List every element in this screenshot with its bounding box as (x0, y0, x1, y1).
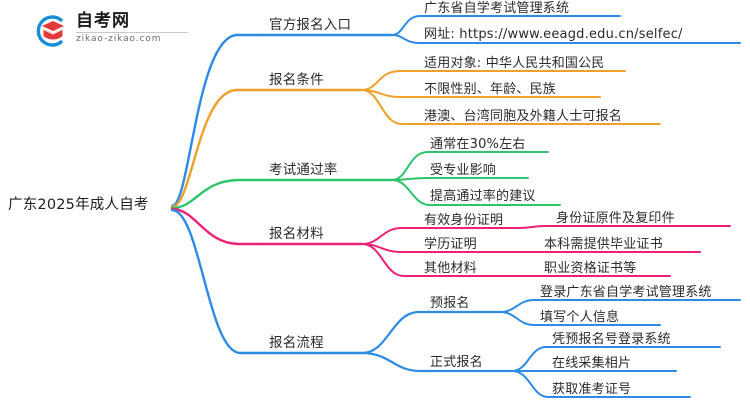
subbranch-curve-3-2 (391, 177, 529, 181)
graduation-cap-logo-icon (36, 15, 64, 47)
leaf-node-bachelor-diploma[interactable]: 本科需提供毕业证书 (544, 237, 663, 252)
leaf-node-overseas-applicants[interactable]: 港澳、台湾同胞及外籍人士可报名 (424, 109, 623, 124)
leaf-node-id-original-copy[interactable]: 身份证原件及复印件 (556, 211, 675, 226)
branch-curve-3 (170, 178, 264, 210)
logo-title: 自考网 (76, 11, 130, 31)
leaf-node-other-materials[interactable]: 其他材料 (424, 261, 477, 276)
leaf-node-improve-advice[interactable]: 提高通过率的建议 (430, 189, 536, 204)
subbranch-curve-4-1-1 (517, 225, 731, 229)
branch-line-group-2 (170, 70, 661, 209)
leaf-node-rate-about-30[interactable]: 通常在30%左右 (430, 137, 526, 152)
subbranch-curve-5-1-1 (499, 299, 741, 313)
leaf-node-no-restrictions[interactable]: 不限性别、年龄、民族 (424, 82, 557, 97)
branch-node-materials[interactable]: 报名材料 (269, 226, 324, 242)
leaf-node-vocational-certs[interactable]: 职业资格证书等 (544, 261, 637, 276)
branch-node-pass-rate[interactable]: 考试通过率 (269, 162, 338, 178)
subbranch-node-formal-registration[interactable]: 正式报名 (430, 355, 483, 370)
leaf-node-login-with-prereg-number[interactable]: 凭预报名号登录系统 (552, 332, 671, 347)
branch-curve-5 (170, 208, 264, 355)
leaf-node-website-url[interactable]: 网址: https://www.eeagd.edu.cn/selfec/ (424, 27, 683, 42)
branch-curve-1 (170, 33, 264, 208)
branch-node-process[interactable]: 报名流程 (269, 335, 324, 351)
logo-subtitle: zikao-zikao.com (76, 34, 162, 44)
branch-curve-2 (170, 88, 264, 209)
subbranch-curve-5-2 (360, 351, 430, 373)
leaf-node-education-proof[interactable]: 学历证明 (424, 237, 477, 252)
leaf-node-valid-id-proof[interactable]: 有效身份证明 (424, 213, 504, 228)
leaf-node-get-admission-ticket[interactable]: 获取准考证号 (552, 382, 632, 397)
subbranch-node-pre-registration[interactable]: 预报名 (430, 296, 470, 311)
branch-curve-4 (170, 207, 264, 246)
site-logo: 自考网 zikao-zikao.com (30, 11, 190, 53)
leaf-node-fill-personal-info[interactable]: 填写个人信息 (540, 310, 620, 325)
leaf-node-online-photo-capture[interactable]: 在线采集相片 (552, 356, 632, 371)
mindmap-root-node[interactable]: 广东2025年成人自考 (8, 197, 149, 213)
leaf-node-major-impact[interactable]: 受专业影响 (430, 163, 497, 178)
logo-text: 自考网 zikao-zikao.com (76, 11, 194, 45)
logo-divider (76, 32, 188, 33)
leaf-node-gd-exam-system[interactable]: 广东省自学考试管理系统 (424, 1, 570, 16)
leaf-node-login-gd-system[interactable]: 登录广东省自学考试管理系统 (540, 285, 712, 300)
leaf-node-eligible-citizens[interactable]: 适用对象: 中华人民共和国公民 (424, 56, 605, 71)
branch-node-official-entry[interactable]: 官方报名入口 (269, 17, 352, 33)
branch-node-requirements[interactable]: 报名条件 (269, 72, 324, 88)
subbranch-curve-5-1 (360, 310, 430, 355)
